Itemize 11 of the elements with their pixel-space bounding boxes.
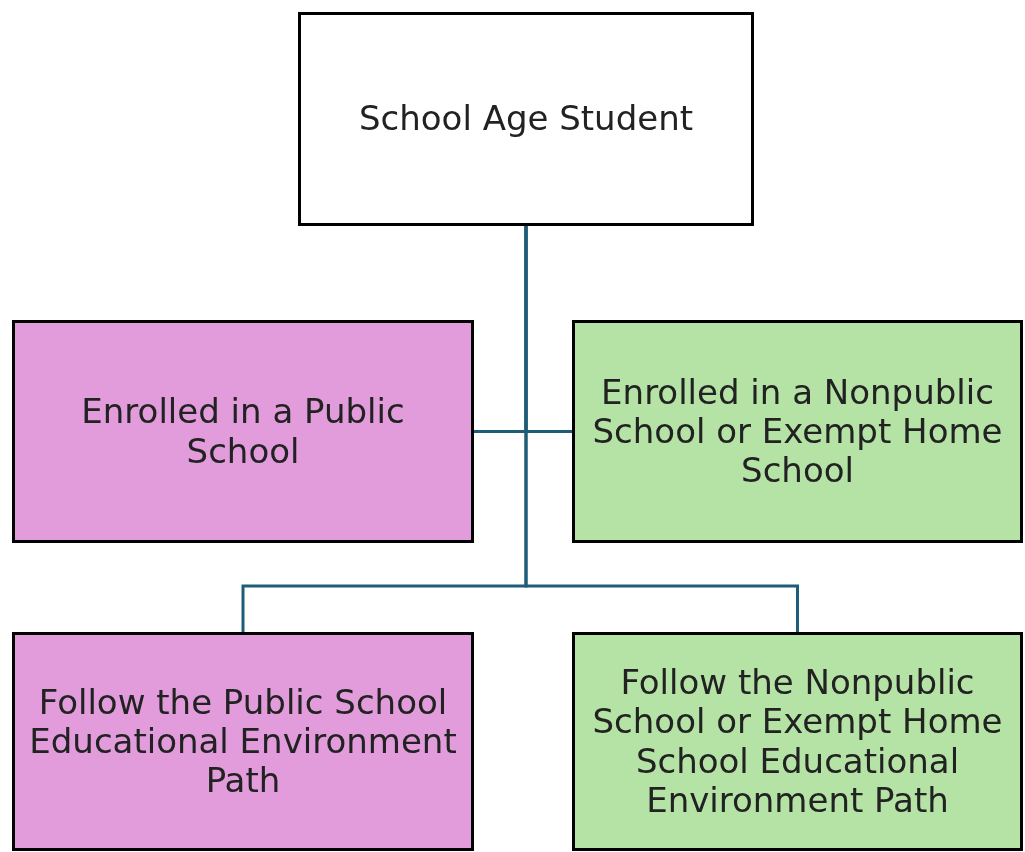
- process-box: [572, 632, 1023, 851]
- connector-line: [524, 226, 799, 632]
- box-label: Enrolled in a Public School: [80, 392, 406, 471]
- process-box: [298, 12, 754, 226]
- box-label: Enrolled in a Nonpublic School or Exempt Home School: [591, 372, 1004, 491]
- box-label: School Age Student: [358, 99, 694, 139]
- process-box: [572, 320, 1023, 543]
- box-label: Follow the Public School Educational Environment Path: [28, 682, 458, 801]
- process-box: [12, 320, 474, 543]
- box-label: Follow the Nonpublic School or Exempt Home School Educational Environment Path: [591, 663, 1004, 820]
- process-box: [12, 632, 474, 851]
